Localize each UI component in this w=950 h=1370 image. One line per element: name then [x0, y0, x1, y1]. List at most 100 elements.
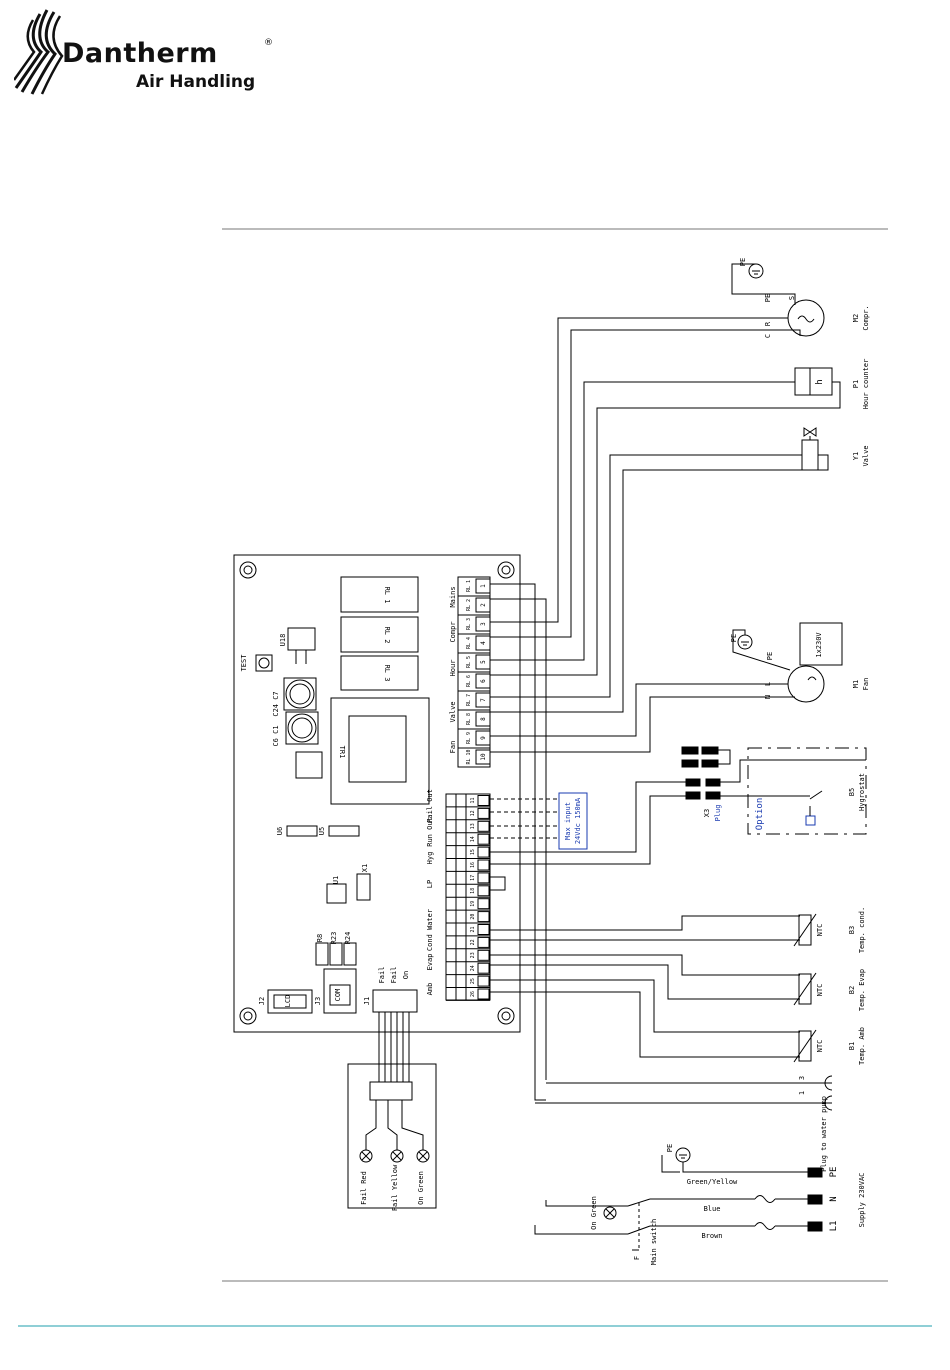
main-switch-id: F: [633, 1256, 641, 1260]
bridge-rectifier: [295, 751, 323, 779]
plug-contact-icon: [701, 746, 719, 755]
j1-fail-label: Fail: [378, 967, 386, 984]
terminal-cell: [475, 597, 491, 613]
pump-desc: Plug to water pump: [820, 1096, 828, 1172]
terminal-group-label: Valve: [449, 701, 457, 722]
logo-subtitle: Air Handling: [136, 72, 256, 92]
terminal-rl-label: RL 7: [466, 694, 472, 706]
pcb-board: [233, 554, 521, 1033]
wire-blue: Blue: [704, 1205, 721, 1213]
b2-ntc: NTC: [816, 984, 824, 997]
b5-desc: Hygrostat: [858, 773, 866, 811]
resistor-r8: [315, 942, 329, 966]
terminal-rl-label: RL 2: [466, 599, 472, 611]
m2-pin-c: C: [764, 334, 772, 338]
terminal-number: 17: [470, 875, 476, 881]
supply-desc: Supply 230VAC: [858, 1173, 866, 1228]
relay-rl3: [340, 655, 419, 691]
terminal-cell: [477, 859, 490, 871]
hygrostat-b5: [805, 815, 816, 826]
main-switch-desc: Main switch: [650, 1219, 658, 1265]
logo-registered: ®: [264, 38, 273, 48]
p1-id: P1: [852, 380, 860, 388]
resistor-r23: [329, 942, 343, 966]
relay-rl2-label: RL 2: [383, 627, 391, 644]
relay-rl1-label: RL 1: [383, 587, 391, 604]
m2-pin-pe: PE: [764, 294, 772, 302]
m2-id: M2: [852, 314, 860, 322]
ic-u1: [326, 883, 347, 904]
terminal-number: 23: [470, 952, 476, 958]
supply-terminal-l1: [807, 1221, 823, 1232]
supply-terminal-n: [807, 1194, 823, 1205]
terminal-number: 5: [480, 660, 487, 664]
pump-pin-3: 3: [798, 1076, 806, 1080]
resistor-r8-label: R8: [316, 934, 324, 942]
panel-fail-yellow: Fail Yellow: [391, 1164, 399, 1211]
earth-icon: [748, 263, 764, 279]
terminal-number: 3: [480, 622, 487, 626]
earth-icon: [737, 634, 753, 650]
terminal-cell: [475, 578, 491, 594]
hour-counter-p1: [794, 367, 833, 396]
terminal-number: 25: [470, 978, 476, 984]
transformer-tr1: [330, 697, 430, 805]
terminal-cell: [475, 673, 491, 689]
ic-u5: [328, 825, 360, 837]
terminal-rl-label: RL 1: [466, 580, 472, 592]
y1-id: Y1: [852, 452, 860, 460]
terminal-number: 12: [470, 810, 476, 816]
terminal-cell: [477, 872, 490, 884]
terminal-cell: [477, 988, 490, 1000]
motor-m2-icon: [787, 299, 825, 337]
terminal-group-label: Mains: [449, 586, 457, 607]
pump-pin-1: 1: [798, 1091, 806, 1095]
j2-label: J2: [258, 997, 266, 1005]
relay-rl3-label: RL 3: [383, 665, 391, 682]
com-label: COM: [334, 989, 342, 1002]
connector-j3-com: [323, 968, 357, 1014]
p1-symbol: h: [815, 379, 825, 384]
terminal-number: 2: [480, 603, 487, 607]
pe-label: PE: [739, 258, 747, 266]
resistor-r23-label: R23: [330, 932, 338, 945]
terminal-rl-label: RL 3: [466, 618, 472, 630]
b1-desc: Temp. Amb: [858, 1027, 866, 1065]
terminal-rl-label: RL 4: [466, 637, 472, 649]
test-button: [255, 654, 273, 672]
y1-desc: Valve: [862, 445, 870, 466]
max-input-box: [558, 792, 588, 850]
terminal-cell: [475, 616, 491, 632]
terminal-cell: [477, 885, 490, 897]
terminal-number: 6: [480, 679, 487, 683]
wire-brown: Brown: [701, 1232, 722, 1240]
cap-label: C24 C7: [272, 691, 280, 716]
panel-fail-red: Fail Red: [360, 1171, 368, 1205]
on-green-lamp-icon: [416, 1149, 430, 1163]
terminal-group-label: Hyg: [426, 852, 434, 865]
max-input-spec: 24Vdc 150mA: [574, 797, 582, 844]
terminal-cell: [475, 730, 491, 746]
on-lamp-icon: [603, 1206, 617, 1220]
crystal-x1: [356, 873, 371, 901]
plug-contact-icon: [701, 759, 719, 768]
terminal-cell: [477, 820, 490, 832]
terminal-group-label: Run Out: [426, 817, 434, 847]
mount-hole-icon: [497, 1007, 515, 1025]
option-box: [747, 747, 867, 835]
m2-pin-r: R: [764, 321, 772, 326]
terminal-number: 8: [480, 717, 487, 721]
ic-u6-label: U6: [276, 827, 284, 835]
b2-desc: Temp. Evap: [858, 969, 866, 1011]
on-lamp-label: On Green: [590, 1196, 598, 1230]
terminal-number: 1: [480, 584, 487, 588]
supply-pin-pe: PE: [829, 1167, 839, 1178]
terminal-cell: [477, 833, 490, 845]
capacitor-icon: [285, 711, 319, 745]
terminal-group-label: Fail Out: [426, 789, 434, 823]
terminal-number: 20: [470, 914, 476, 920]
m2-pin-s: S: [788, 296, 796, 300]
component-u18: [287, 627, 316, 651]
m1-pin-pe: PE: [766, 652, 774, 660]
